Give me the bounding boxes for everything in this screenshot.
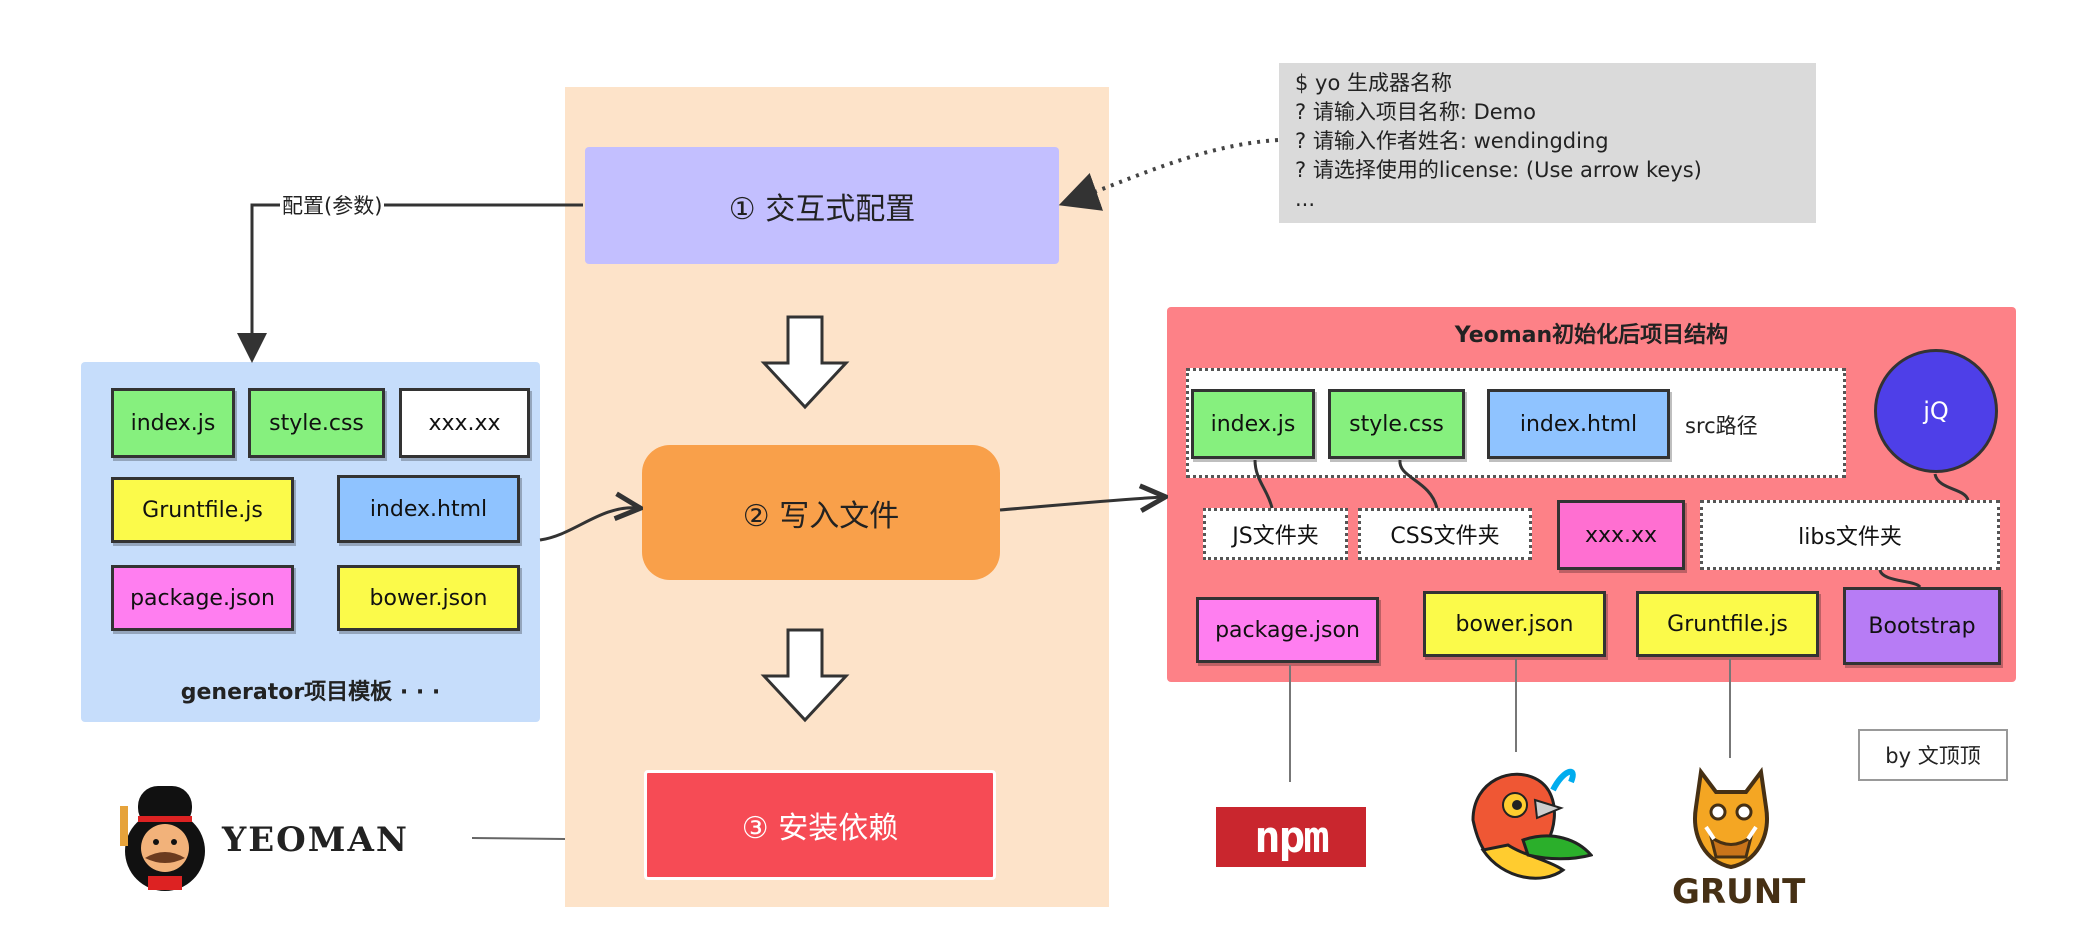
step3-label: ③ 安装依赖 — [741, 811, 899, 846]
down-arrow-icon — [760, 315, 850, 410]
template-file-gruntfile: Gruntfile.js — [111, 477, 294, 543]
result-file-gruntfile: Gruntfile.js — [1636, 591, 1819, 657]
grunt-logo-text: GRUNT — [1672, 872, 1806, 912]
result-title: Yeoman初始化后项目结构 — [1454, 323, 1729, 348]
bower-logo-icon — [1453, 760, 1594, 898]
result-file-index-js: index.js — [1191, 389, 1315, 459]
libs-folder: libs文件夹 — [1700, 500, 2000, 570]
console-line: ? 请输入作者姓名: wendingding — [1295, 129, 1609, 153]
console-line: $ yo 生成器名称 — [1295, 71, 1452, 95]
down-arrow-icon — [760, 628, 850, 723]
result-file-package-json: package.json — [1196, 597, 1379, 663]
template-file-bower-json: bower.json — [337, 565, 520, 631]
template-file-index-html: index.html — [337, 475, 520, 543]
console-line: ? 请输入项目名称: Demo — [1295, 100, 1536, 124]
step-interactive-config[interactable]: ① 交互式配置 — [585, 147, 1059, 264]
template-file-style-css: style.css — [248, 388, 385, 458]
step-write-files[interactable]: ② 写入文件 — [642, 445, 1000, 580]
src-label: src路径 — [1685, 414, 1758, 438]
template-caption: generator项目模板 · · · — [180, 680, 441, 705]
console-line: ? 请选择使用的license: (Use arrow keys) — [1295, 158, 1702, 182]
js-folder: JS文件夹 — [1203, 508, 1348, 560]
step-install-deps[interactable]: ③ 安装依赖 — [644, 770, 996, 880]
step1-label: ① 交互式配置 — [728, 191, 916, 227]
jquery-lib: jQ — [1874, 349, 1998, 473]
result-file-bower-json: bower.json — [1423, 591, 1606, 657]
result-bootstrap: Bootstrap — [1843, 587, 2001, 665]
step2-label: ② 写入文件 — [742, 498, 900, 534]
grunt-logo-icon — [1676, 766, 1786, 871]
result-file-xxx: xxx.xx — [1557, 500, 1685, 570]
template-file-xxx: xxx.xx — [399, 388, 530, 458]
result-file-index-html: index.html — [1487, 389, 1670, 459]
console-output: $ yo 生成器名称 ? 请输入项目名称: Demo ? 请输入作者姓名: we… — [1279, 63, 1816, 223]
template-file-index-js: index.js — [111, 388, 235, 458]
yeoman-mascot-icon — [110, 776, 220, 894]
author-byline: by 文顶顶 — [1858, 729, 2008, 781]
template-file-package-json: package.json — [111, 565, 294, 631]
npm-logo: npm — [1216, 807, 1366, 867]
console-line: ... — [1295, 187, 1316, 211]
css-folder: CSS文件夹 — [1358, 508, 1532, 560]
result-file-style-css: style.css — [1328, 389, 1465, 459]
yeoman-logo-text: YEOMAN — [222, 820, 409, 860]
config-label: 配置(参数) — [280, 190, 385, 220]
